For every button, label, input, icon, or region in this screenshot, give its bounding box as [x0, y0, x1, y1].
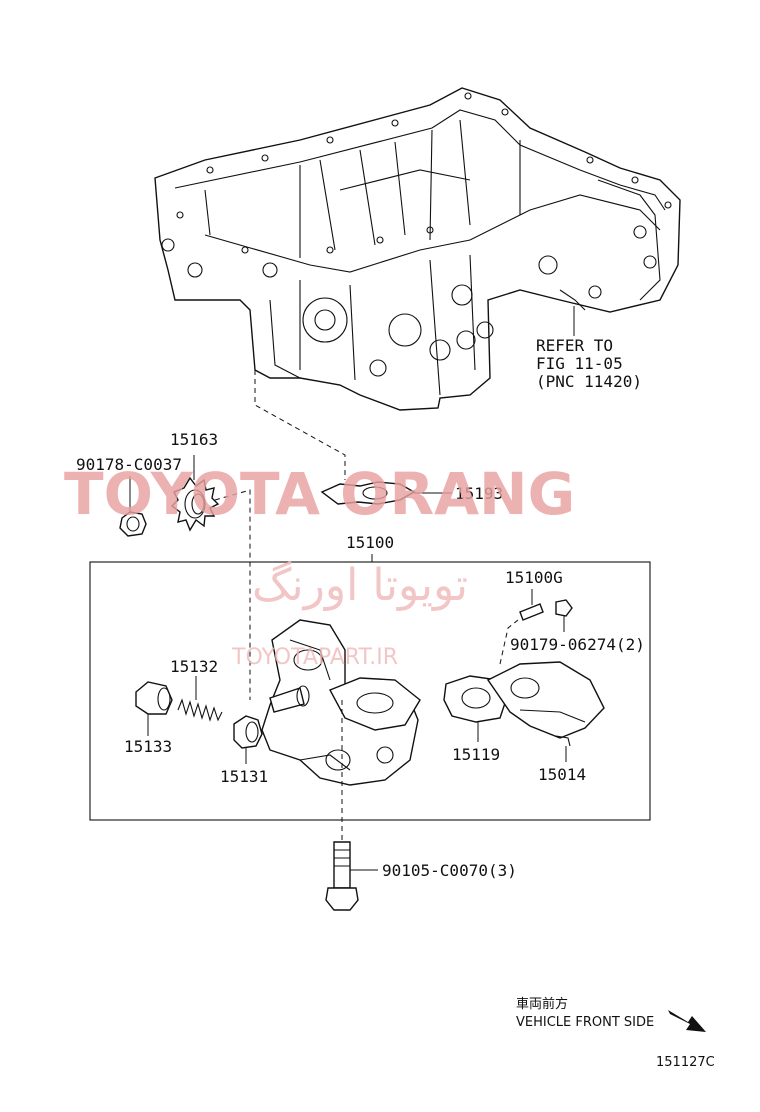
- gasket-15193: 15193: [320, 481, 503, 505]
- oil-pan-drawing: [154, 87, 681, 411]
- oil-pump-assembly-box: 15100: [89, 533, 651, 821]
- cover-15014: 15014: [486, 619, 605, 784]
- label-90105: 90105-C0070(3): [382, 861, 517, 880]
- vehicle-front-indicator: 車両前方 VEHICLE FRONT SIDE: [516, 996, 706, 1032]
- label-90179: 90179-06274(2): [510, 635, 645, 654]
- figure-code: 151127C: [656, 1055, 715, 1070]
- sprocket-15163: 15163: [170, 430, 220, 532]
- refer-line-2: FIG 11-05: [536, 354, 623, 373]
- label-90178: 90178-C0037: [76, 455, 182, 474]
- refer-line-1: REFER TO: [536, 336, 613, 355]
- label-15100: 15100: [346, 533, 394, 552]
- watermark-arabic: تویوتا اورنگ: [252, 560, 468, 611]
- direction-japanese: 車両前方: [516, 996, 568, 1012]
- label-15100G: 15100G: [505, 568, 563, 587]
- alignment-line-2: [214, 489, 251, 700]
- label-15133: 15133: [124, 737, 172, 756]
- gasket-kit-15100G: 15100G 90179-06274(2): [505, 568, 645, 654]
- label-15132: 15132: [170, 657, 218, 676]
- label-15119: 15119: [452, 745, 500, 764]
- refer-line-3: (PNC 11420): [536, 372, 642, 391]
- oil-pump-body: [261, 619, 421, 786]
- refer-to-note: REFER TO FIG 11-05 (PNC 11420): [536, 306, 642, 391]
- bolt-90105: 90105-C0070(3): [325, 841, 517, 911]
- front-arrow-icon: [668, 1010, 706, 1032]
- gasket-15119: 15119: [443, 675, 507, 764]
- spring-15132: 15132: [170, 657, 223, 722]
- label-15163: 15163: [170, 430, 218, 449]
- plug-15133: 15133: [124, 681, 173, 756]
- label-15131: 15131: [220, 767, 268, 786]
- nut-90178: 90178-C0037: [76, 455, 182, 537]
- watermark-brand: TOYOTA ORANG: [64, 460, 575, 528]
- label-15014: 15014: [538, 765, 586, 784]
- direction-english: VEHICLE FRONT SIDE: [516, 1015, 654, 1030]
- relief-valve-15131: 15131: [220, 715, 268, 786]
- label-15193: 15193: [455, 484, 503, 503]
- watermark-site: TOYOTAPART.IR: [231, 645, 398, 670]
